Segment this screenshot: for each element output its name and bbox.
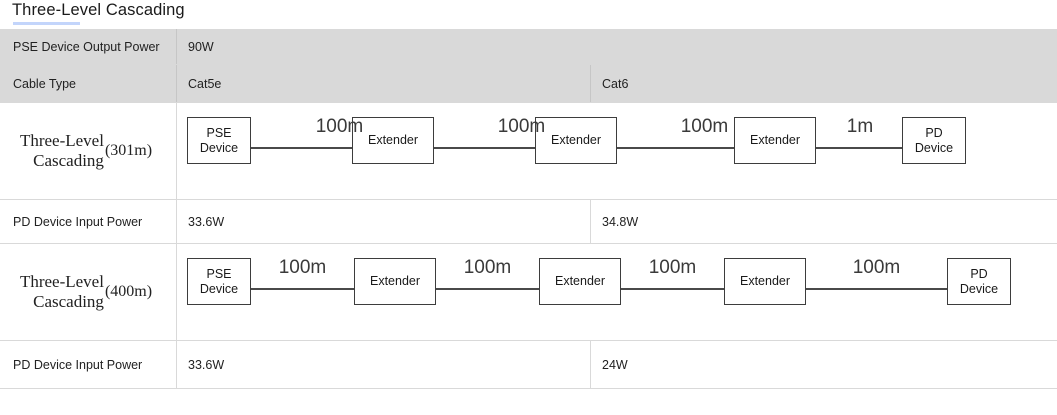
node-extender-1: Extender [354, 258, 436, 305]
node-pd-device-line1: PD [925, 125, 943, 140]
node-pd-device-line2: Device [914, 140, 954, 155]
node-extender-3-label: Extender [739, 274, 791, 288]
node-pse-device-line1: PSE [206, 266, 232, 281]
node-extender-2-label: Extender [550, 133, 602, 147]
link-label-extender3-pd: 1m [846, 116, 874, 137]
node-pd-device-line1: PD [970, 266, 988, 281]
cascade-diagram-301m: 100m 100m 100m 1m PSE Device Extender Ex… [177, 103, 1057, 199]
node-pse-device-line2: Device [199, 281, 239, 296]
link-extender2-extender3 [621, 288, 724, 290]
link-label-extender2-extender3: 100m [680, 116, 729, 137]
node-pd-device: PD Device [947, 258, 1011, 305]
table-row-cable-type: Cable Type Cat5e Cat6 [0, 65, 1057, 103]
node-extender-3: Extender [734, 117, 816, 164]
cell-pse-output-power-value: 90W [188, 39, 214, 54]
node-pse-device-line1: PSE [206, 125, 232, 140]
row-label-pd-input-power-400m: PD Device Input Power [0, 341, 177, 388]
node-pse-device: PSE Device [187, 258, 251, 305]
link-extender1-extender2 [434, 147, 608, 149]
table-row-diagram-400m: Three-Level Cascading (400m) 100m 100m 1… [0, 244, 1057, 341]
node-pse-device: PSE Device [187, 117, 251, 164]
node-pd-device-line2: Device [959, 281, 999, 296]
table-row-pse-output-power: PSE Device Output Power 90W [0, 29, 1057, 65]
row-label-pse-output-power: PSE Device Output Power [0, 29, 177, 64]
node-pd-device: PD Device [902, 117, 966, 164]
cell-pd-input-power-400m-cat5e: 33.6W [188, 357, 225, 372]
link-label-extender1-extender2: 100m [463, 257, 512, 278]
node-extender-1-label: Extender [367, 133, 419, 147]
node-pse-device-line2: Device [199, 140, 239, 155]
link-label-pse-extender1: 100m [278, 257, 327, 278]
row-label-distance: (301m) [104, 141, 153, 159]
table-row-diagram-301m: Three-Level Cascading (301m) 100m 100m 1… [0, 103, 1057, 200]
link-pse-extender1 [251, 147, 426, 149]
row-label-distance: (400m) [104, 282, 153, 300]
cell-pd-input-power-301m-cat5e: 33.6W [188, 214, 225, 229]
table-row-pd-input-power-400m: PD Device Input Power 33.6W 24W [0, 341, 1057, 389]
title-underline-accent [13, 22, 80, 25]
row-label-cable-type: Cable Type [0, 65, 177, 102]
row-label-pd-input-power-301m: PD Device Input Power [0, 200, 177, 243]
link-extender3-pd [816, 147, 904, 149]
link-label-extender1-extender2: 100m [497, 116, 546, 137]
node-extender-3: Extender [724, 258, 806, 305]
row-label-line1: Three-Level [19, 131, 104, 151]
node-extender-3-label: Extender [749, 133, 801, 147]
cell-cable-type-cat6: Cat6 [590, 65, 1057, 102]
node-extender-2: Extender [539, 258, 621, 305]
row-label-three-level-cascading-400m: Three-Level Cascading (400m) [0, 244, 177, 340]
page-title: Three-Level Cascading [12, 1, 185, 19]
link-extender1-extender2 [436, 288, 539, 290]
link-extender3-pd [806, 288, 947, 290]
link-label-extender3-pd: 100m [852, 257, 901, 278]
cascade-diagram-400m: 100m 100m 100m 100m PSE Device Extender … [177, 244, 1057, 340]
link-pse-extender1 [251, 288, 354, 290]
row-label-line2: Cascading [33, 292, 104, 311]
cell-cable-type-cat5e: Cat5e [188, 76, 222, 91]
spec-table: PSE Device Output Power 90W Cable Type C… [0, 29, 1057, 415]
link-label-pse-extender1: 100m [315, 116, 364, 137]
node-extender-2: Extender [535, 117, 617, 164]
node-extender-2-label: Extender [554, 274, 606, 288]
row-label-line1: Three-Level [19, 272, 104, 292]
row-label-line2: Cascading [33, 151, 104, 170]
table-row-pd-input-power-301m: PD Device Input Power 33.6W 34.8W [0, 200, 1057, 244]
row-label-three-level-cascading-301m: Three-Level Cascading (301m) [0, 103, 177, 199]
cell-pd-input-power-301m-cat6: 34.8W [590, 200, 1057, 243]
node-extender-1-label: Extender [369, 274, 421, 288]
cell-pd-input-power-400m-cat6: 24W [590, 341, 1057, 388]
node-extender-1: Extender [352, 117, 434, 164]
link-label-extender2-extender3: 100m [648, 257, 697, 278]
link-extender2-extender3 [617, 147, 791, 149]
